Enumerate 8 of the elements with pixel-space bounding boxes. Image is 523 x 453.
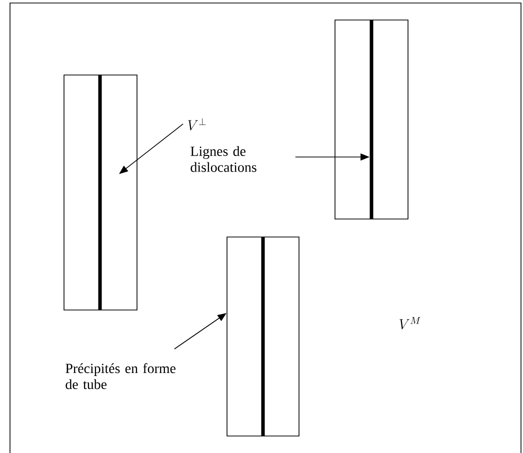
arrow <box>119 124 184 174</box>
tube-box <box>226 236 300 436</box>
tube-box <box>64 74 138 310</box>
callout-text: Précipités en forme de tube <box>66 363 176 390</box>
callout-text: Lignes de dislocations <box>190 146 256 172</box>
tube-box <box>334 20 408 220</box>
symbol-label: $V^{M}$ <box>400 316 420 330</box>
symbol-label: $V^{\perp}$ <box>188 118 206 130</box>
